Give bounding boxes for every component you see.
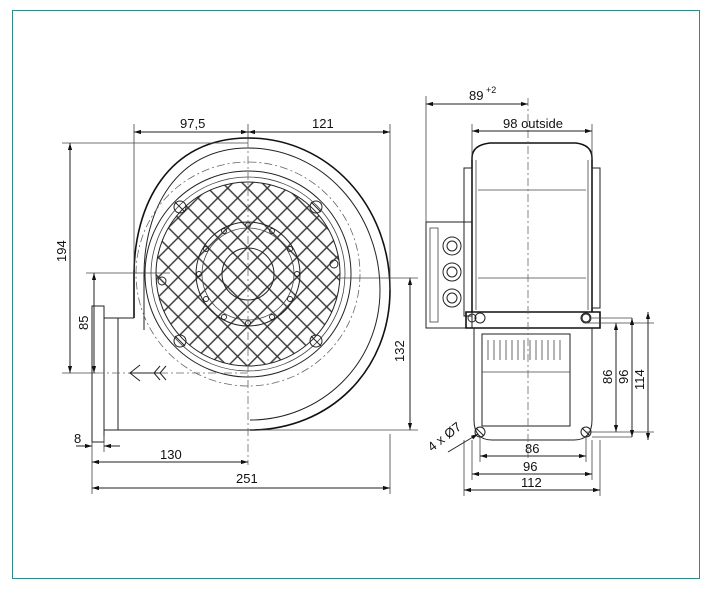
mount-plate (465, 311, 601, 329)
front-view (91, 137, 391, 465)
side-lower-housing (473, 328, 593, 441)
dim-132: 132 (392, 340, 407, 362)
dim-194: 194 (54, 240, 69, 262)
outlet-flange (91, 305, 105, 443)
impeller-housing (481, 333, 571, 427)
dim-130: 130 (160, 447, 182, 462)
mounting-holes (157, 200, 339, 348)
side-view (425, 98, 601, 460)
scroll-inner-edge (143, 147, 381, 421)
side-dim-labels: 89 +2 98 outside 86 96 114 4 x Ø7 86 96 … (425, 85, 647, 490)
dim-96-side: 96 (616, 370, 631, 384)
front-dim-labels: 97,5 121 194 85 132 8 130 251 (54, 116, 407, 486)
dim-114: 114 (632, 369, 647, 390)
airflow-arrow (128, 364, 167, 382)
dim-85: 85 (76, 316, 91, 330)
bolt-circle (135, 161, 361, 387)
cable-glands (442, 236, 462, 308)
dim-97-5: 97,5 (180, 116, 205, 131)
dim-89-tolerance: +2 (486, 85, 496, 95)
scroll-housing (133, 137, 391, 431)
dim-112: 112 (521, 475, 542, 490)
dim-251: 251 (236, 471, 258, 486)
dim-holes: 4 x Ø7 (425, 419, 464, 454)
terminal-box (425, 221, 473, 329)
dim-98-outside: 98 outside (503, 116, 563, 131)
dim-8: 8 (74, 431, 81, 446)
dim-86-bottom: 86 (525, 441, 539, 456)
left-tab (463, 167, 473, 317)
side-dimensions (425, 96, 654, 496)
drawing-frame (12, 10, 700, 579)
dim-96-bottom: 96 (523, 459, 537, 474)
front-dimensions (62, 124, 418, 494)
dim-121: 121 (312, 116, 334, 131)
impeller-blades (487, 340, 561, 360)
dim-89: 89 (469, 88, 483, 103)
base-holes (474, 312, 592, 438)
right-tab (591, 167, 601, 309)
side-housing (471, 142, 593, 312)
dim-86-side: 86 (600, 370, 615, 384)
